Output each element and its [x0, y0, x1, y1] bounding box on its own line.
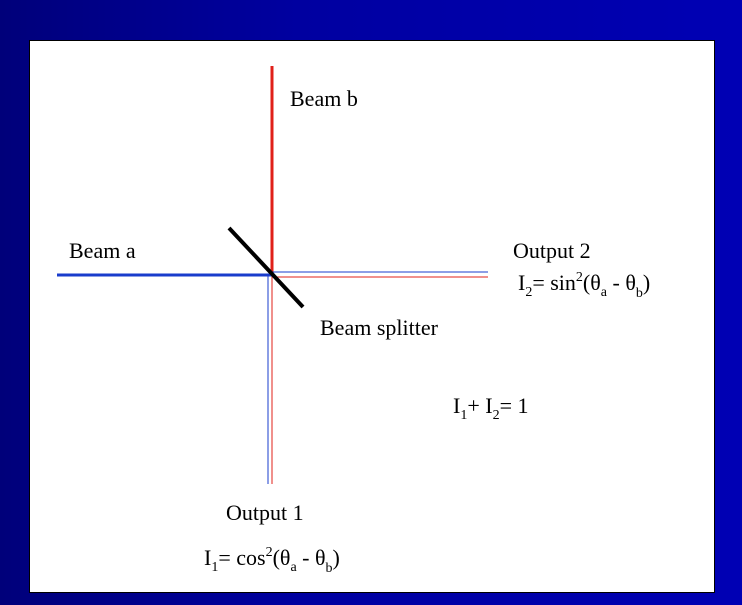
sum-rhs: = 1 — [499, 393, 529, 418]
beam-splitter-diagram — [57, 66, 488, 484]
output-2-label: Output 2 — [513, 238, 591, 263]
eq1-arg-open: (θ — [272, 545, 291, 570]
eq1-sub-b: b — [325, 561, 333, 576]
eq2-func: = sin — [532, 270, 576, 295]
beam-a-label: Beam a — [69, 238, 136, 263]
eq1-lhs-sub: 1 — [211, 560, 219, 575]
eq1-lhs: I — [204, 545, 212, 570]
sum-i1-sub: 1 — [460, 408, 468, 423]
eq2-power: 2 — [575, 270, 583, 285]
eq2-close: ) — [642, 270, 651, 295]
eq1-func: = cos — [218, 545, 266, 570]
eq2-sub-a: a — [600, 285, 608, 300]
eq1-close: ) — [332, 545, 340, 570]
beam-splitter-label: Beam splitter — [320, 315, 438, 340]
eq1-power: 2 — [265, 545, 273, 560]
output-1-equation: I1= cos2(θa - θb) — [204, 545, 340, 576]
eq2-lhs-sub: 2 — [525, 285, 533, 300]
sum-i1: I — [453, 393, 461, 418]
beam-splitter-line — [227, 226, 305, 309]
eq1-sub-a: a — [290, 560, 297, 575]
eq2-arg-open: (θ — [582, 270, 601, 295]
beam-b-label: Beam b — [290, 86, 358, 111]
sum-equation: I1+ I2= 1 — [453, 395, 528, 423]
sum-i2-sub: 2 — [492, 408, 500, 423]
output-1-label: Output 1 — [226, 500, 304, 525]
output-2-equation: I2= sin2(θa - θb) — [518, 270, 651, 301]
eq2-lhs: I — [518, 270, 526, 295]
sum-plus: + I — [467, 393, 493, 418]
eq2-sub-b: b — [635, 286, 643, 301]
diagram-panel: Beam b Beam a Output 2 Beam splitter Out… — [29, 40, 715, 593]
eq1-minus: - θ — [296, 545, 326, 570]
eq2-minus: - θ — [607, 270, 636, 295]
